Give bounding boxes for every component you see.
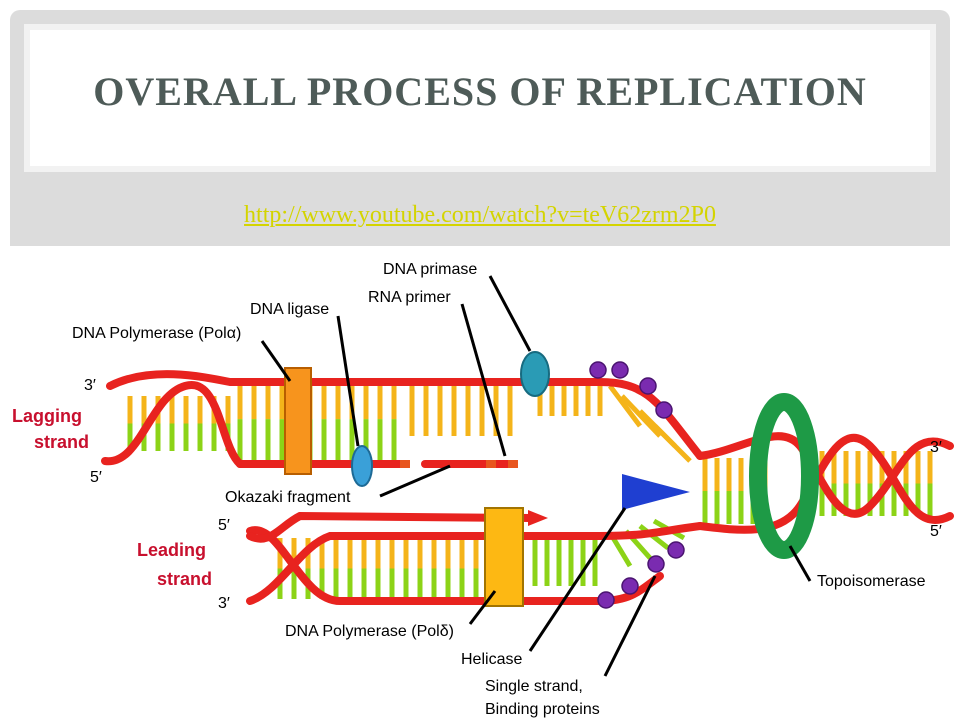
pointer-ssb xyxy=(603,575,657,677)
label-pol-alpha: DNA Polymerase (Polα) xyxy=(72,325,241,342)
helicase xyxy=(622,474,690,510)
ssb-protein xyxy=(647,555,665,573)
leading-helix-cross xyxy=(246,511,534,543)
label-ssb-line2: Binding proteins xyxy=(485,701,600,718)
leading-5prime: 5′ xyxy=(218,517,230,534)
leading-template-backbone xyxy=(246,522,704,605)
pointer-okazaki xyxy=(379,464,451,498)
right-3prime: 3′ xyxy=(930,439,942,456)
pointer-pol-alpha xyxy=(260,340,292,382)
pointer-rna-primer xyxy=(460,303,507,457)
label-rna-primer: RNA primer xyxy=(368,289,451,306)
ssb-protein xyxy=(667,541,685,559)
pointer-lines xyxy=(260,275,812,677)
video-link[interactable]: http://www.youtube.com/watch?v=teV62zrm2… xyxy=(244,202,716,228)
rna-primers xyxy=(400,460,518,468)
base xyxy=(653,424,692,463)
pointer-pol-delta xyxy=(468,590,497,625)
dna-ligase xyxy=(351,445,373,487)
label-dna-ligase: DNA ligase xyxy=(250,301,329,318)
ssb-proteins xyxy=(589,361,685,609)
lagging-helix-cross xyxy=(101,381,244,468)
rna-primer xyxy=(508,460,518,468)
topoisomerase-ring xyxy=(749,393,819,559)
ssb-protein xyxy=(639,377,657,395)
pointer-topo xyxy=(788,545,812,582)
backbones xyxy=(101,370,954,605)
leading-strand-label-2: strand xyxy=(157,569,212,589)
dna-replication-diagram: Lagging strand Leading strand 3′ 5′ 5′ 3… xyxy=(12,261,954,718)
pointer-ligase xyxy=(336,315,360,447)
dna-polymerase-delta xyxy=(484,507,524,607)
right-5prime: 5′ xyxy=(930,523,942,540)
ssb-protein xyxy=(611,361,629,379)
leading-strand-label-1: Leading xyxy=(137,540,206,560)
title-box xyxy=(24,24,936,172)
ssb-protein xyxy=(655,401,673,419)
leading-new-strand xyxy=(246,526,664,605)
lagging-5prime: 5′ xyxy=(90,469,102,486)
label-dna-primase: DNA primase xyxy=(383,261,477,278)
slide-title: OVERALL PROCESS OF REPLICATION xyxy=(93,69,867,114)
lagging-strand-label-2: strand xyxy=(34,432,89,452)
label-topoisomerase: Topoisomerase xyxy=(817,573,926,590)
label-pol-delta: DNA Polymerase (Polδ) xyxy=(285,623,454,640)
leading-3prime: 3′ xyxy=(218,595,230,612)
lagging-strand-label-1: Lagging xyxy=(12,406,82,426)
ssb-protein xyxy=(597,591,615,609)
ssb-protein xyxy=(589,361,607,379)
pointer-primase xyxy=(488,275,532,352)
dna-primase xyxy=(520,351,550,397)
lagging-3prime: 3′ xyxy=(84,377,96,394)
base xyxy=(638,524,670,550)
rna-primer xyxy=(400,460,410,468)
video-link-container: http://www.youtube.com/watch?v=teV62zrm2… xyxy=(0,203,960,227)
rna-primer xyxy=(486,460,496,468)
pointer-helicase xyxy=(528,507,627,652)
label-okazaki: Okazaki fragment xyxy=(225,489,351,506)
base xyxy=(620,394,662,438)
dna-polymerase-alpha xyxy=(284,367,312,475)
base xyxy=(609,534,633,568)
label-helicase: Helicase xyxy=(461,651,522,668)
leading-arrowhead xyxy=(528,510,548,526)
label-ssb-line1: Single strand, xyxy=(485,678,583,695)
ssb-protein xyxy=(621,577,639,595)
base xyxy=(608,384,642,428)
